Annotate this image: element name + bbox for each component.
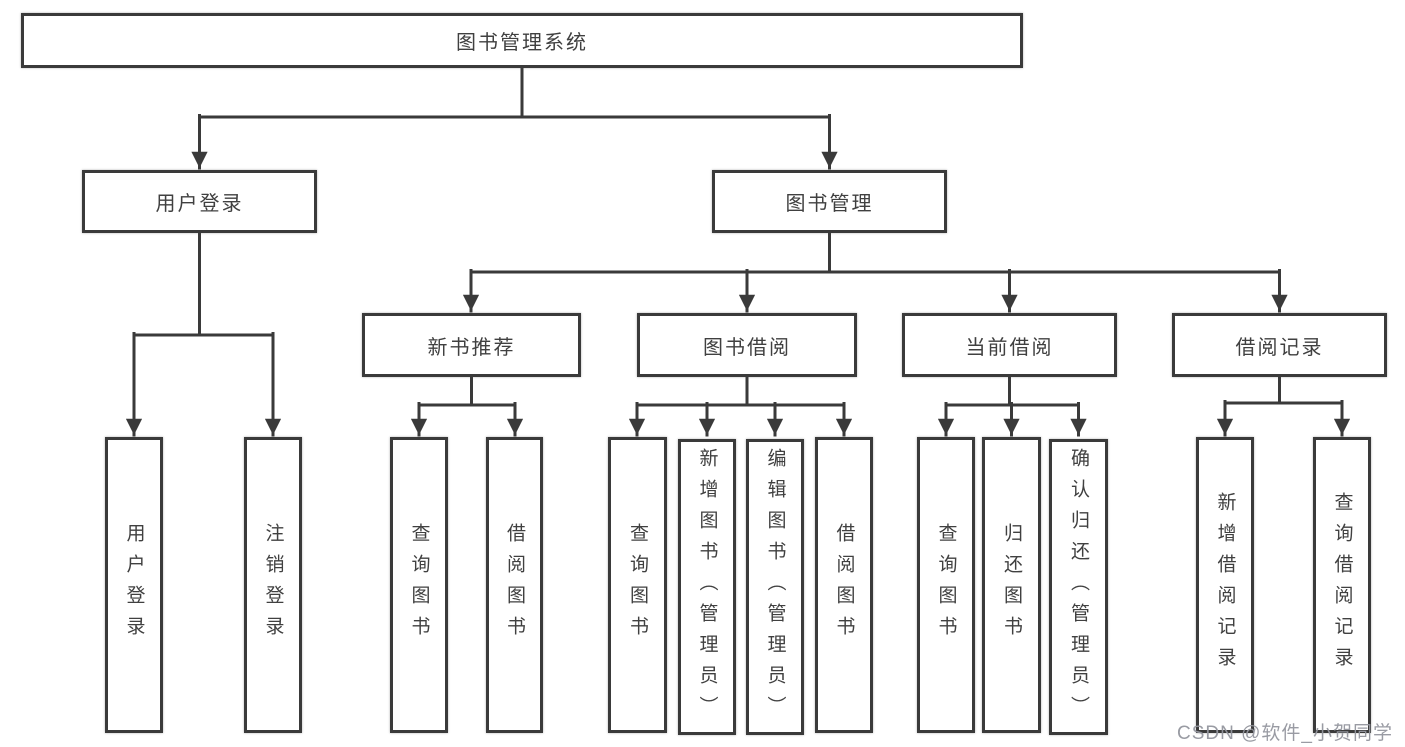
leaf-borrow-books: 借阅图书 [815,437,873,733]
leaf-edit-book-admin: 编辑图书（管理员） [746,439,804,735]
node-current-borrowing: 当前借阅 [902,313,1117,377]
leaf-query-borrow-record: 查询借阅记录 [1313,437,1371,733]
leaf-query-books-current: 查询图书 [917,437,975,733]
node-book-management: 图书管理 [712,170,947,233]
leaf-confirm-return-admin: 确认归还（管理员） [1049,439,1108,735]
leaf-user-login: 用户登录 [105,437,163,733]
leaf-logout: 注销登录 [244,437,302,733]
node-borrowing-records: 借阅记录 [1172,313,1387,377]
user-login-connector [125,231,282,437]
book-management-connector [462,231,1288,313]
leaf-query-books-recommend: 查询图书 [390,437,448,733]
node-user-login: 用户登录 [82,170,317,233]
leaf-query-books-borrow: 查询图书 [608,437,667,733]
leaf-return-books: 归还图书 [982,437,1041,733]
current-borrow-connector [937,375,1087,437]
csdn-watermark: CSDN @软件_小贺同学 [1177,723,1393,744]
node-new-book-recommendation: 新书推荐 [362,313,581,377]
book-borrow-connector [628,375,853,437]
leaf-borrow-books-recommend: 借阅图书 [486,437,543,733]
leaf-add-book-admin: 新增图书（管理员） [678,439,736,735]
node-book-borrowing: 图书借阅 [637,313,857,377]
node-library-management-system: 图书管理系统 [21,13,1023,68]
root-to-level2-connector [191,66,838,170]
leaf-add-borrow-record: 新增借阅记录 [1196,437,1254,733]
borrow-record-connector [1216,375,1351,437]
new-book-connector [410,375,524,437]
